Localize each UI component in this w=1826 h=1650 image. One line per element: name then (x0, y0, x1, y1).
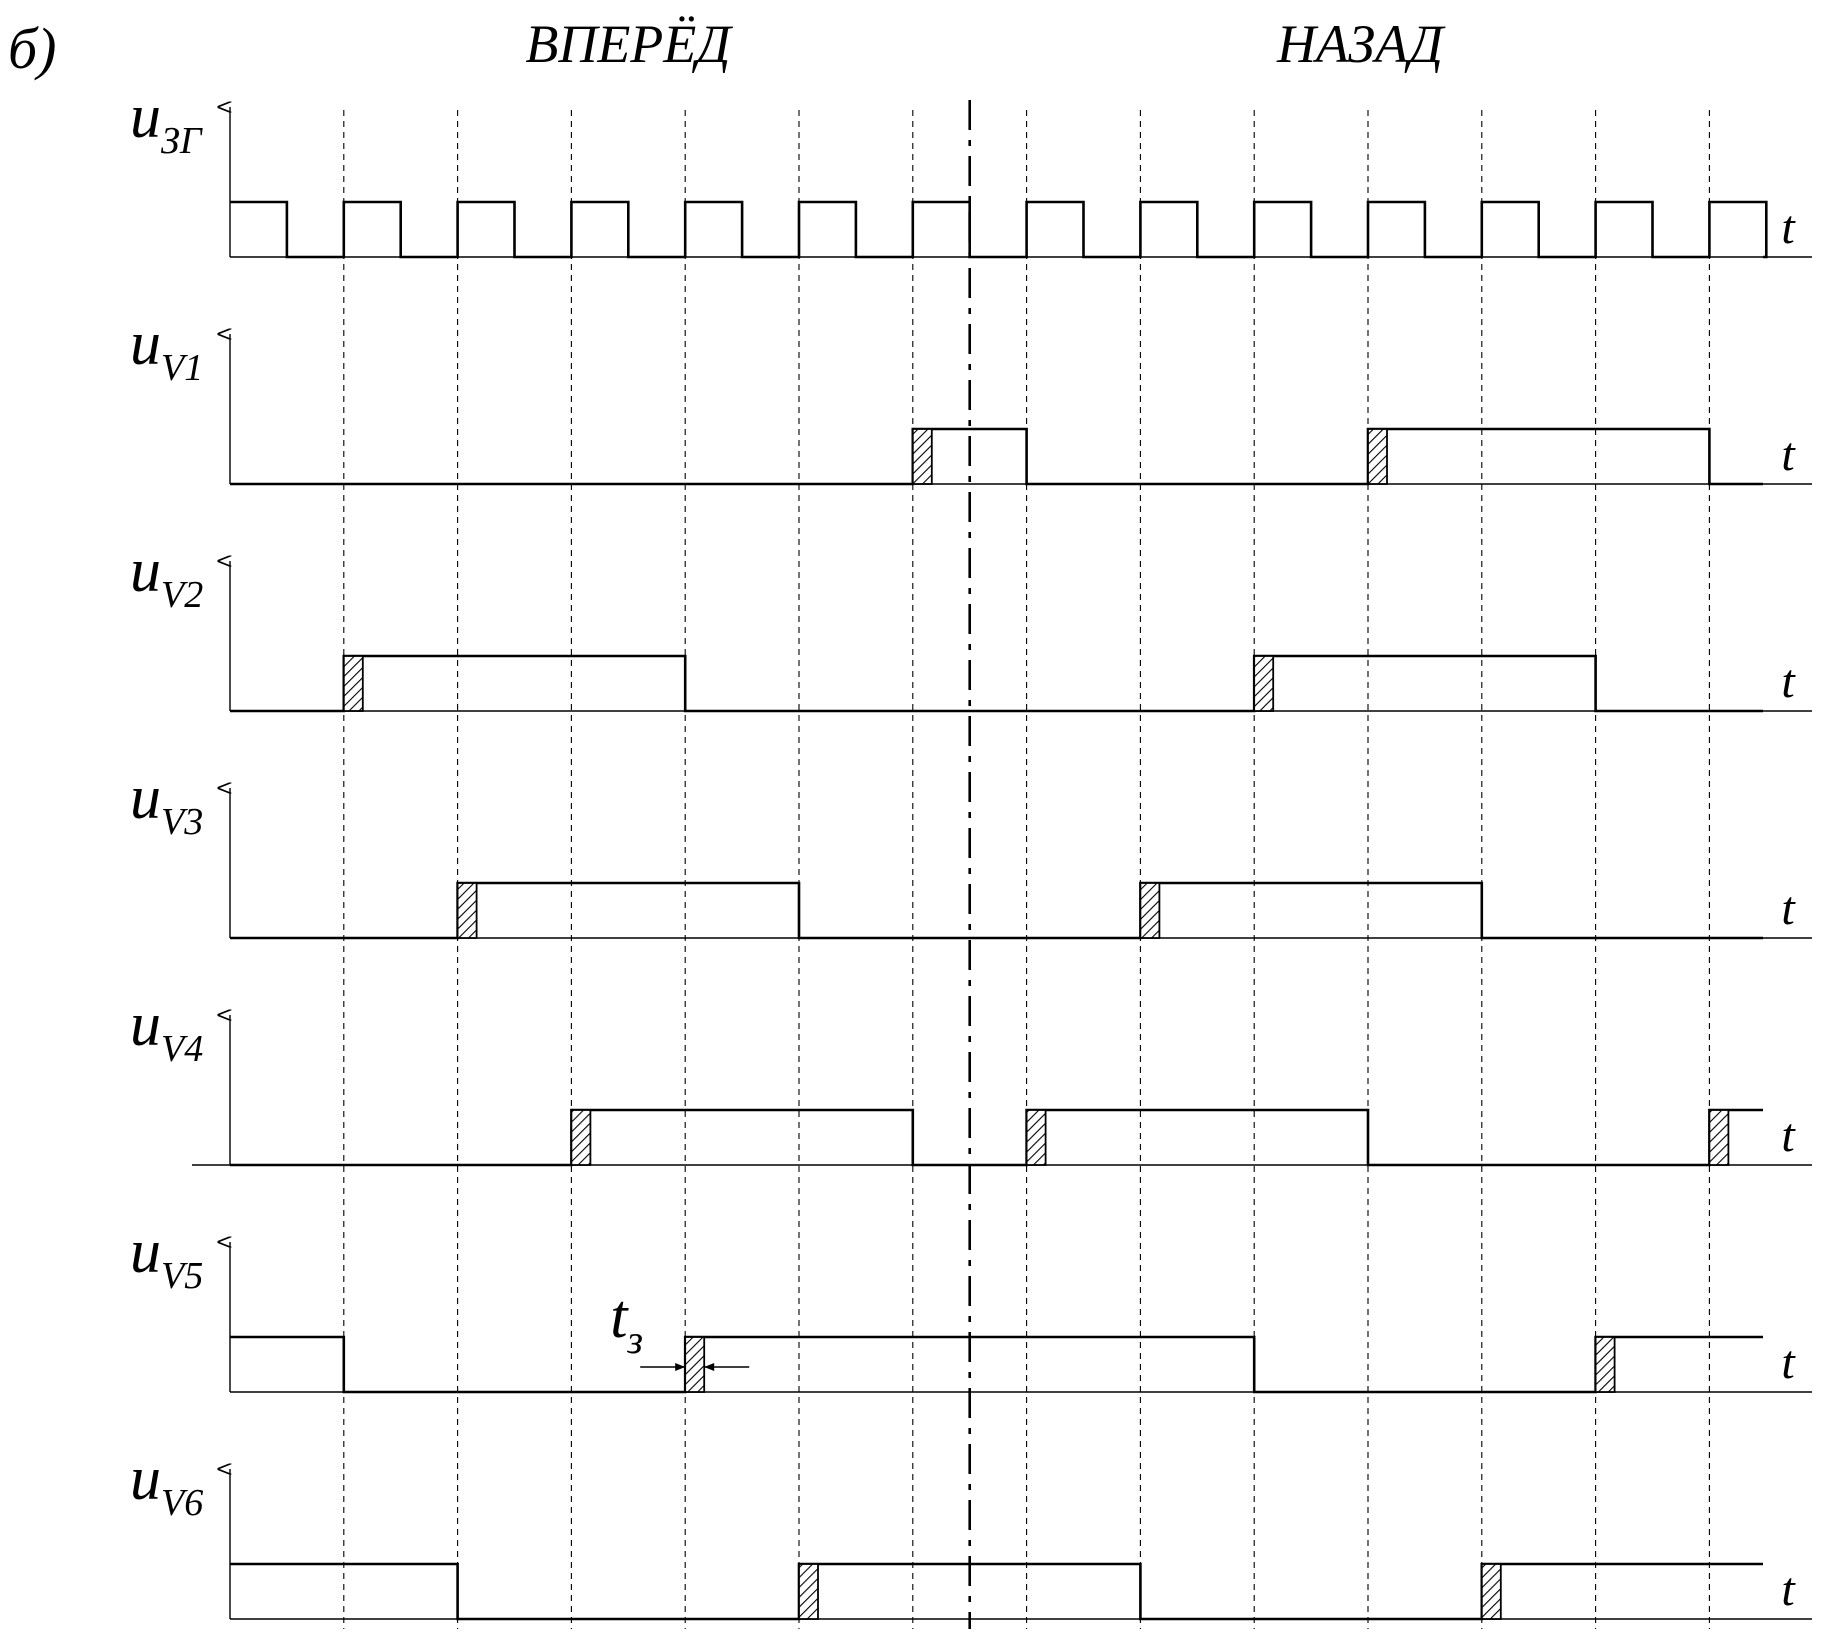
channel-label-sub: V4 (161, 1028, 203, 1070)
channel-u_v1: t uV1 (130, 310, 1812, 486)
waveform (230, 1335, 1763, 1394)
time-axis-label: t (1781, 655, 1796, 708)
dead-time-hatch (342, 655, 364, 712)
channel-label-main: u (130, 310, 161, 378)
dead-time-hatch (911, 428, 933, 485)
channel-u_v4: t uV4 (130, 991, 1812, 1167)
waveform (230, 654, 1763, 713)
dead-time-hatch (1139, 882, 1161, 939)
channel-label: uV1 (130, 310, 203, 389)
clock-gridlines (343, 110, 1710, 1629)
dead-time-hatch (684, 1336, 706, 1393)
dead-time-hatch (1594, 1336, 1616, 1393)
dead-time-hatch (1253, 655, 1275, 712)
waveform (230, 427, 1763, 486)
channel-label-main: u (130, 991, 161, 1059)
time-axis-label: t (1781, 882, 1796, 935)
dead-time-hatch (1708, 1109, 1730, 1166)
channel-label: uV5 (130, 1218, 203, 1297)
channel-label-sub: ЗГ (161, 120, 203, 162)
time-axis-label: t (1781, 1109, 1796, 1162)
time-axis-label: t (1781, 428, 1796, 481)
channel-label: uV3 (130, 764, 203, 843)
channel-label-main: u (130, 537, 161, 605)
delay-arrowhead-left (675, 1363, 686, 1371)
channel-u_v3: t uV3 (130, 764, 1812, 940)
dead-time-hatch (798, 1563, 819, 1620)
channel-u_zg: t uЗГ (130, 83, 1812, 259)
dead-time-hatch (1367, 428, 1388, 485)
channel-label-sub: V1 (161, 347, 203, 389)
waveform (230, 1108, 1763, 1167)
channel-label: uV6 (130, 1445, 203, 1524)
section-label-forward: ВПЕРЁД (525, 14, 733, 74)
channel-label-main: u (130, 1445, 161, 1513)
delay-label: tз (610, 1283, 643, 1362)
channel-label-sub: V5 (161, 1255, 203, 1297)
channel-label: uЗГ (130, 83, 203, 162)
channel-u_v2: t uV2 (130, 537, 1812, 713)
dead-time-hatch (1025, 1109, 1047, 1166)
time-axis-label: t (1781, 201, 1796, 254)
channel-label-main: u (130, 1218, 161, 1286)
time-axis-label: t (1781, 1336, 1796, 1389)
channel-label: uV2 (130, 537, 203, 616)
channel-label: uV4 (130, 991, 203, 1070)
channel-label-main: u (130, 83, 161, 151)
delay-label-main: t (610, 1283, 629, 1351)
time-axis-label: t (1781, 1563, 1796, 1616)
channel-label-sub: V6 (161, 1482, 203, 1524)
dead-time-hatch (456, 882, 478, 939)
channel-label-main: u (130, 764, 161, 832)
delay-arrowhead-right (704, 1363, 715, 1371)
channel-label-sub: V2 (161, 574, 203, 616)
channel-label-sub: V3 (161, 801, 203, 843)
waveform (230, 200, 1768, 259)
dead-time-hatch (570, 1109, 592, 1166)
dead-time-hatch (1480, 1563, 1502, 1620)
waveform (230, 1562, 1763, 1621)
delay-label-sub: з (626, 1317, 643, 1362)
figure-label: б) (8, 16, 56, 81)
delay-marker: tз (610, 1283, 750, 1371)
section-label-backward: НАЗАД (1276, 14, 1446, 74)
